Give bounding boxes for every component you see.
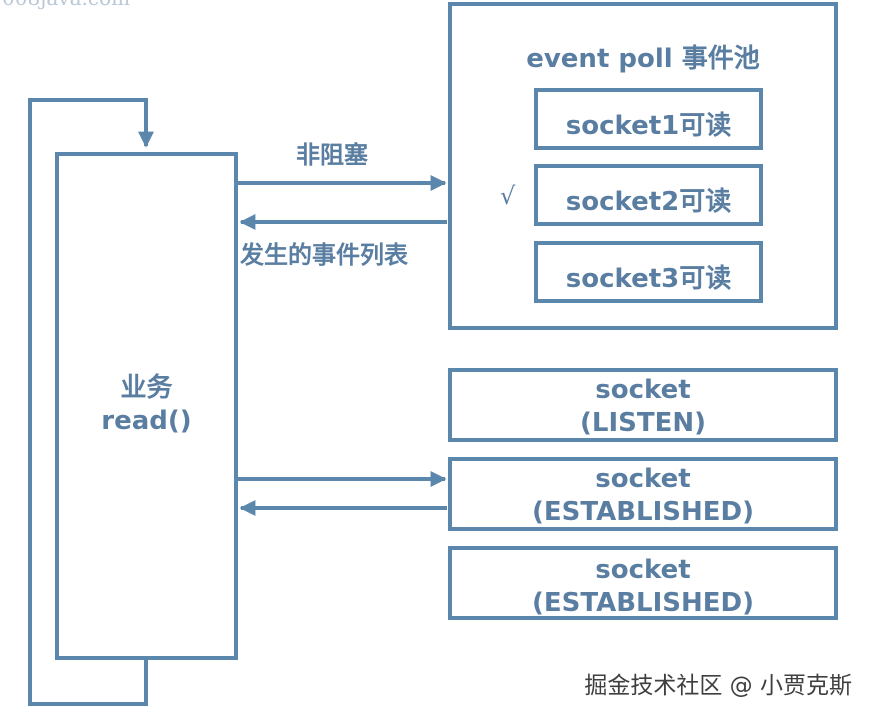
- socket-state-label: socket (ESTABLISHED): [452, 463, 834, 529]
- socket-listen-box: socket (LISTEN): [448, 368, 838, 442]
- socket-established-box: socket (ESTABLISHED): [448, 457, 838, 531]
- socket-state: (ESTABLISHED): [532, 588, 754, 618]
- socket-ready-item: socket2可读: [534, 164, 763, 226]
- socket-state-label: socket (LISTEN): [452, 374, 834, 440]
- socket-state-label: socket (ESTABLISHED): [452, 554, 834, 620]
- socket-established-box: socket (ESTABLISHED): [448, 546, 838, 620]
- socket-label: socket: [595, 464, 691, 494]
- watermark-top: 008java.com: [2, 0, 130, 10]
- event-poll-title: event poll 事件池: [526, 44, 760, 74]
- socket-label: socket: [595, 555, 691, 585]
- business-label: 业务: [120, 373, 173, 403]
- socket-ready-item: socket3可读: [534, 241, 763, 303]
- socket-ready-label: socket1可读: [565, 111, 732, 141]
- events-list-label: 发生的事件列表: [240, 241, 408, 269]
- nonblocking-label: 非阻塞: [296, 141, 368, 169]
- read-call-label: read(): [101, 406, 192, 436]
- loop-line: [28, 98, 154, 706]
- socket-state: (LISTEN): [580, 408, 706, 438]
- check-mark-icon: √: [500, 182, 516, 210]
- socket-ready-label: socket2可读: [565, 187, 732, 217]
- business-read-label: 业务 read(): [59, 372, 234, 438]
- socket-ready-label: socket3可读: [565, 264, 732, 294]
- socket-label: socket: [595, 375, 691, 405]
- socket-state: (ESTABLISHED): [532, 497, 754, 527]
- business-read-box: 业务 read(): [55, 152, 238, 660]
- socket-ready-item: socket1可读: [534, 88, 763, 150]
- watermark-bottom: 掘金技术社区 @ 小贾克斯: [584, 673, 852, 699]
